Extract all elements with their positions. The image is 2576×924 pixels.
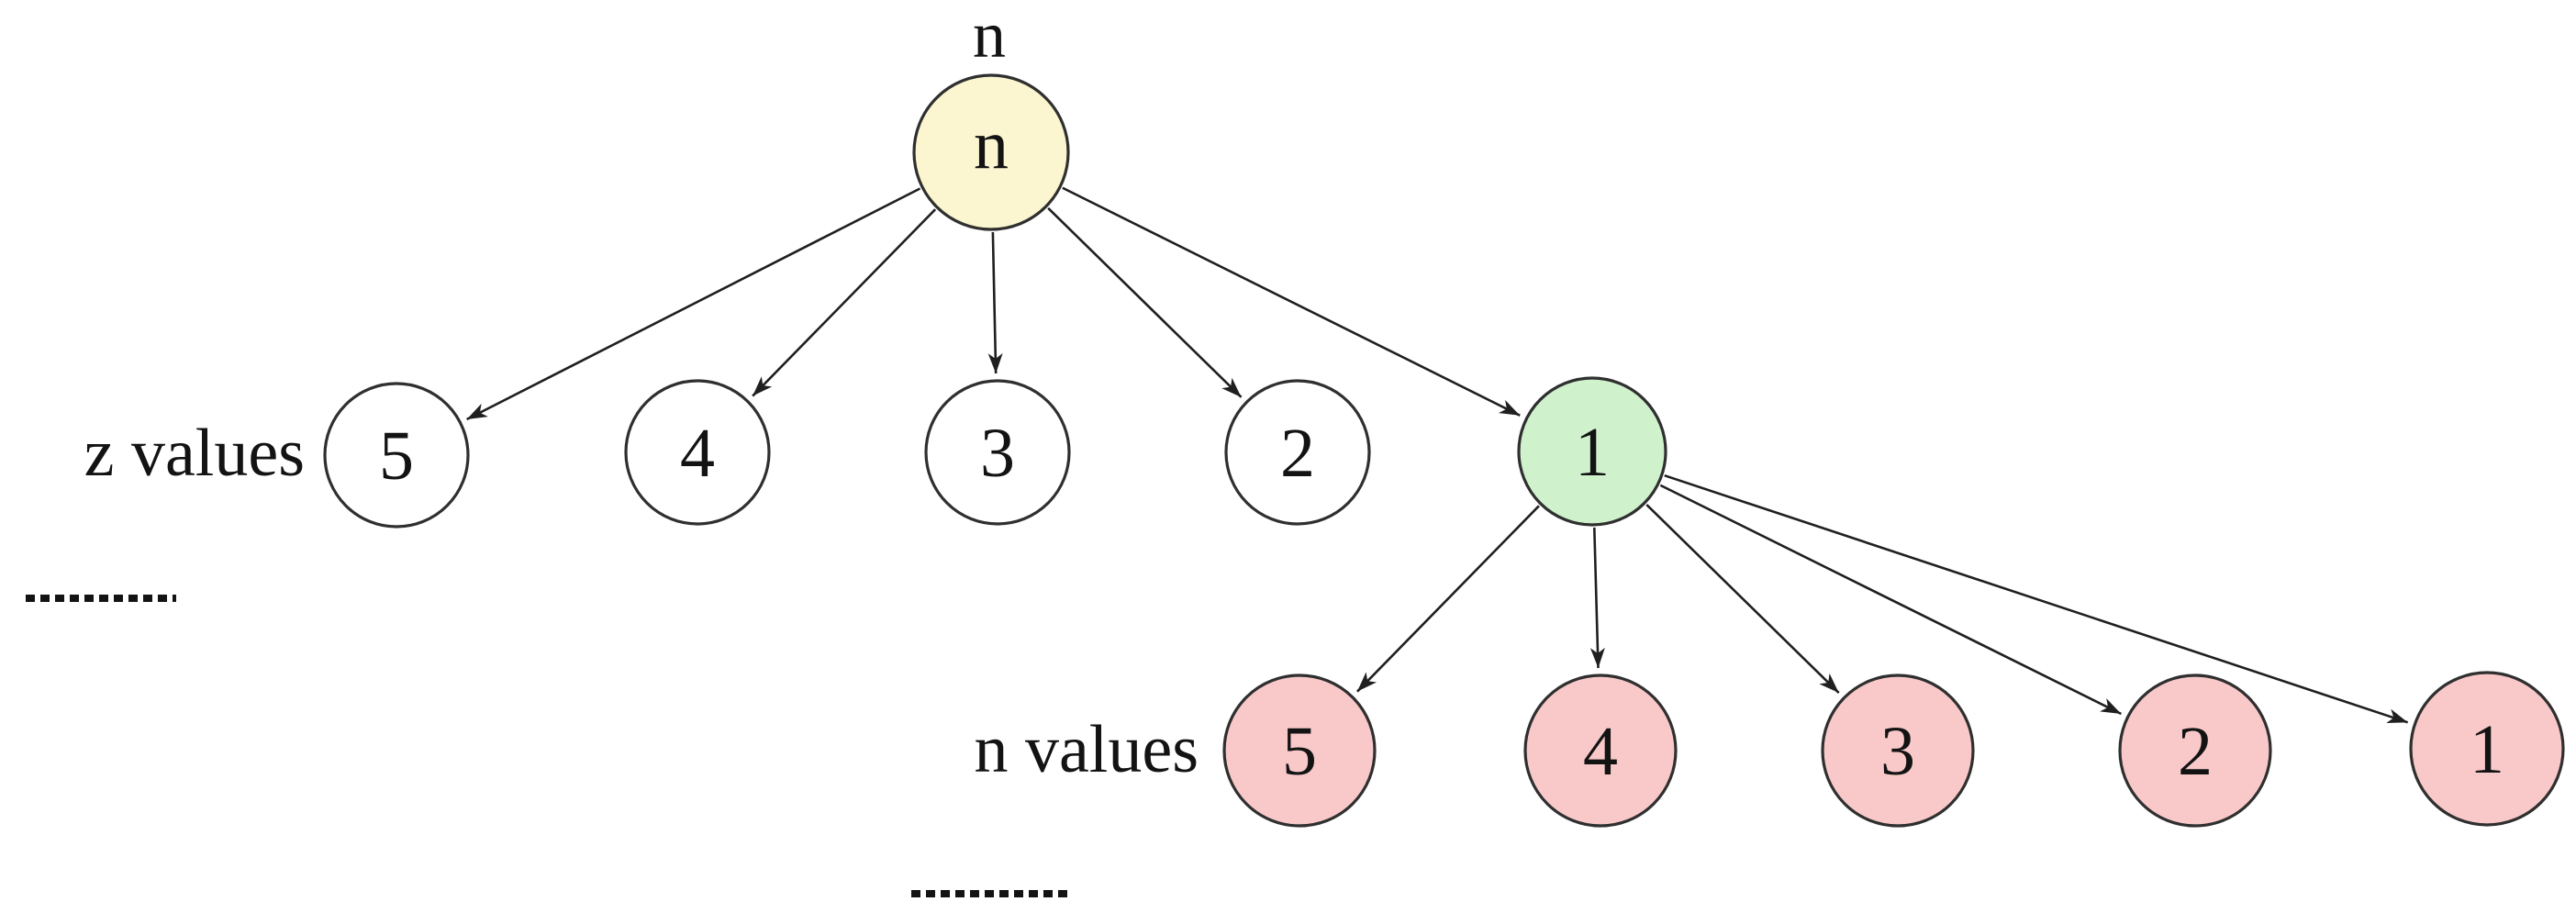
tree-node-z3: 3 bbox=[924, 379, 1071, 526]
tree-node-z4: 4 bbox=[624, 379, 771, 526]
node-label-n4: 4 bbox=[1583, 713, 1618, 790]
node-label-n3: 3 bbox=[1880, 713, 1915, 790]
edge-z1-n4 bbox=[1589, 527, 1605, 669]
node-circle-z1 bbox=[1517, 376, 1667, 527]
edge-z1-n3 bbox=[1645, 504, 1840, 694]
edge-root-z5 bbox=[466, 187, 921, 421]
node-label-n1: 1 bbox=[2470, 711, 2504, 788]
node-label-z1: 1 bbox=[1575, 414, 1610, 491]
tree-node-z2: 2 bbox=[1224, 379, 1371, 526]
node-label-n5: 5 bbox=[1282, 713, 1317, 790]
node-circle-n4 bbox=[1523, 674, 1678, 828]
node-circle-z2 bbox=[1224, 379, 1371, 526]
node-label-z2: 2 bbox=[1280, 415, 1315, 492]
edge-z1-n5 bbox=[1356, 505, 1540, 693]
node-label-z5: 5 bbox=[379, 417, 414, 495]
edge-z1-n2 bbox=[1659, 484, 2122, 716]
edge-root-z3 bbox=[987, 231, 1003, 374]
row-label-z-values: z values bbox=[84, 416, 305, 491]
node-circle-n3 bbox=[1821, 674, 1975, 828]
tree-node-n4: 4 bbox=[1523, 674, 1678, 828]
row-label-n-values: n values bbox=[974, 712, 1199, 787]
node-circle-n5 bbox=[1222, 674, 1377, 828]
edge-root-z2 bbox=[1047, 206, 1243, 398]
node-label-root: n bbox=[974, 106, 1009, 184]
edge-z1-n1 bbox=[1664, 473, 2409, 724]
node-circle-z4 bbox=[624, 379, 771, 526]
tree-node-z5: 5 bbox=[323, 382, 470, 529]
edge-root-z1 bbox=[1062, 186, 1521, 417]
node-label-n2: 2 bbox=[2178, 713, 2213, 790]
node-circle-n1 bbox=[2409, 671, 2565, 827]
node-circle-z3 bbox=[924, 379, 1071, 526]
node-circle-z5 bbox=[323, 382, 470, 529]
node-circle-n2 bbox=[2118, 674, 2272, 828]
root-top-label: n bbox=[973, 0, 1006, 72]
tree-node-n2: 2 bbox=[2118, 674, 2272, 828]
tree-node-n3: 3 bbox=[1821, 674, 1975, 828]
edge-root-z4 bbox=[752, 208, 937, 397]
tree-node-n1: 1 bbox=[2409, 671, 2565, 827]
tree-node-root: n bbox=[912, 73, 1070, 231]
node-label-z3: 3 bbox=[980, 415, 1015, 492]
node-circle-root bbox=[912, 73, 1070, 231]
tree-node-z1: 1 bbox=[1517, 376, 1667, 527]
tree-node-n5: 5 bbox=[1222, 674, 1377, 828]
node-label-z4: 4 bbox=[680, 415, 715, 492]
